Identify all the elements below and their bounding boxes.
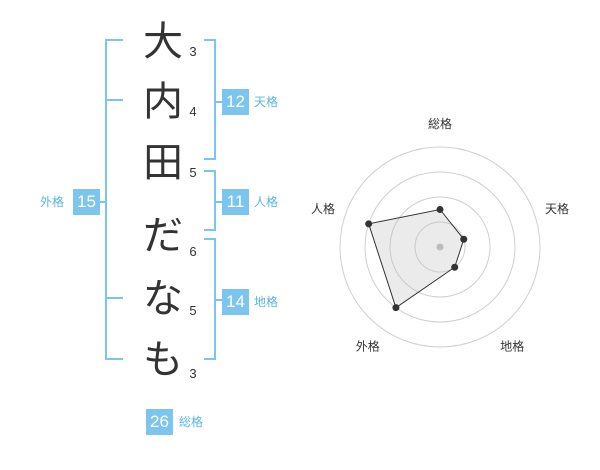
chikaku-value: 14 [222,289,249,315]
radar-point-4 [392,304,400,312]
name-char-1: 大 [143,19,183,65]
radar-ring [414,221,466,273]
tenkaku-label: 天格 [254,95,279,109]
radar-axis-label-5: 人格 [311,201,335,216]
radar-axis-label-2: 天格 [545,201,569,216]
name-char-5: な [143,276,183,322]
name-char-4: だ [143,213,183,259]
radar-point-3 [451,263,459,271]
stroke-count-4: 6 [189,244,197,259]
gaikaku-bracket [105,39,123,360]
name-char-6: も [143,337,183,383]
tenkaku-value: 12 [222,89,249,115]
jinkaku-bracket [204,170,216,231]
soukaku-label: 総格 [179,415,204,429]
soukaku-value: 26 [146,409,173,435]
jinkaku-value: 11 [222,189,249,215]
radar-point-5 [365,220,373,228]
gaikaku-label: 外格 [40,195,65,209]
name-char-3: 田 [143,140,183,186]
tenkaku-bracket [204,39,216,160]
stroke-count-1: 3 [189,44,197,59]
stroke-count-5: 5 [189,303,197,318]
radar-point-1 [436,206,444,213]
jinkaku-label: 人格 [254,195,279,209]
stroke-count-2: 4 [189,104,197,119]
radar-point-2 [460,235,468,243]
radar-axis-label-1: 総格 [428,116,452,131]
gaikaku-value: 15 [73,189,100,215]
radar-ring [364,171,516,323]
radar-axis-label-3: 地格 [500,339,524,354]
name-char-2: 内 [143,79,183,125]
radar-center-dot [436,243,444,251]
chikaku-label: 地格 [254,295,279,309]
radar-axis-label-4: 外格 [356,339,380,354]
stroke-count-3: 5 [189,165,197,180]
radar-ring [389,196,491,298]
radar-ring [339,146,541,348]
radar-area [368,208,465,309]
stroke-count-6: 3 [189,366,197,381]
